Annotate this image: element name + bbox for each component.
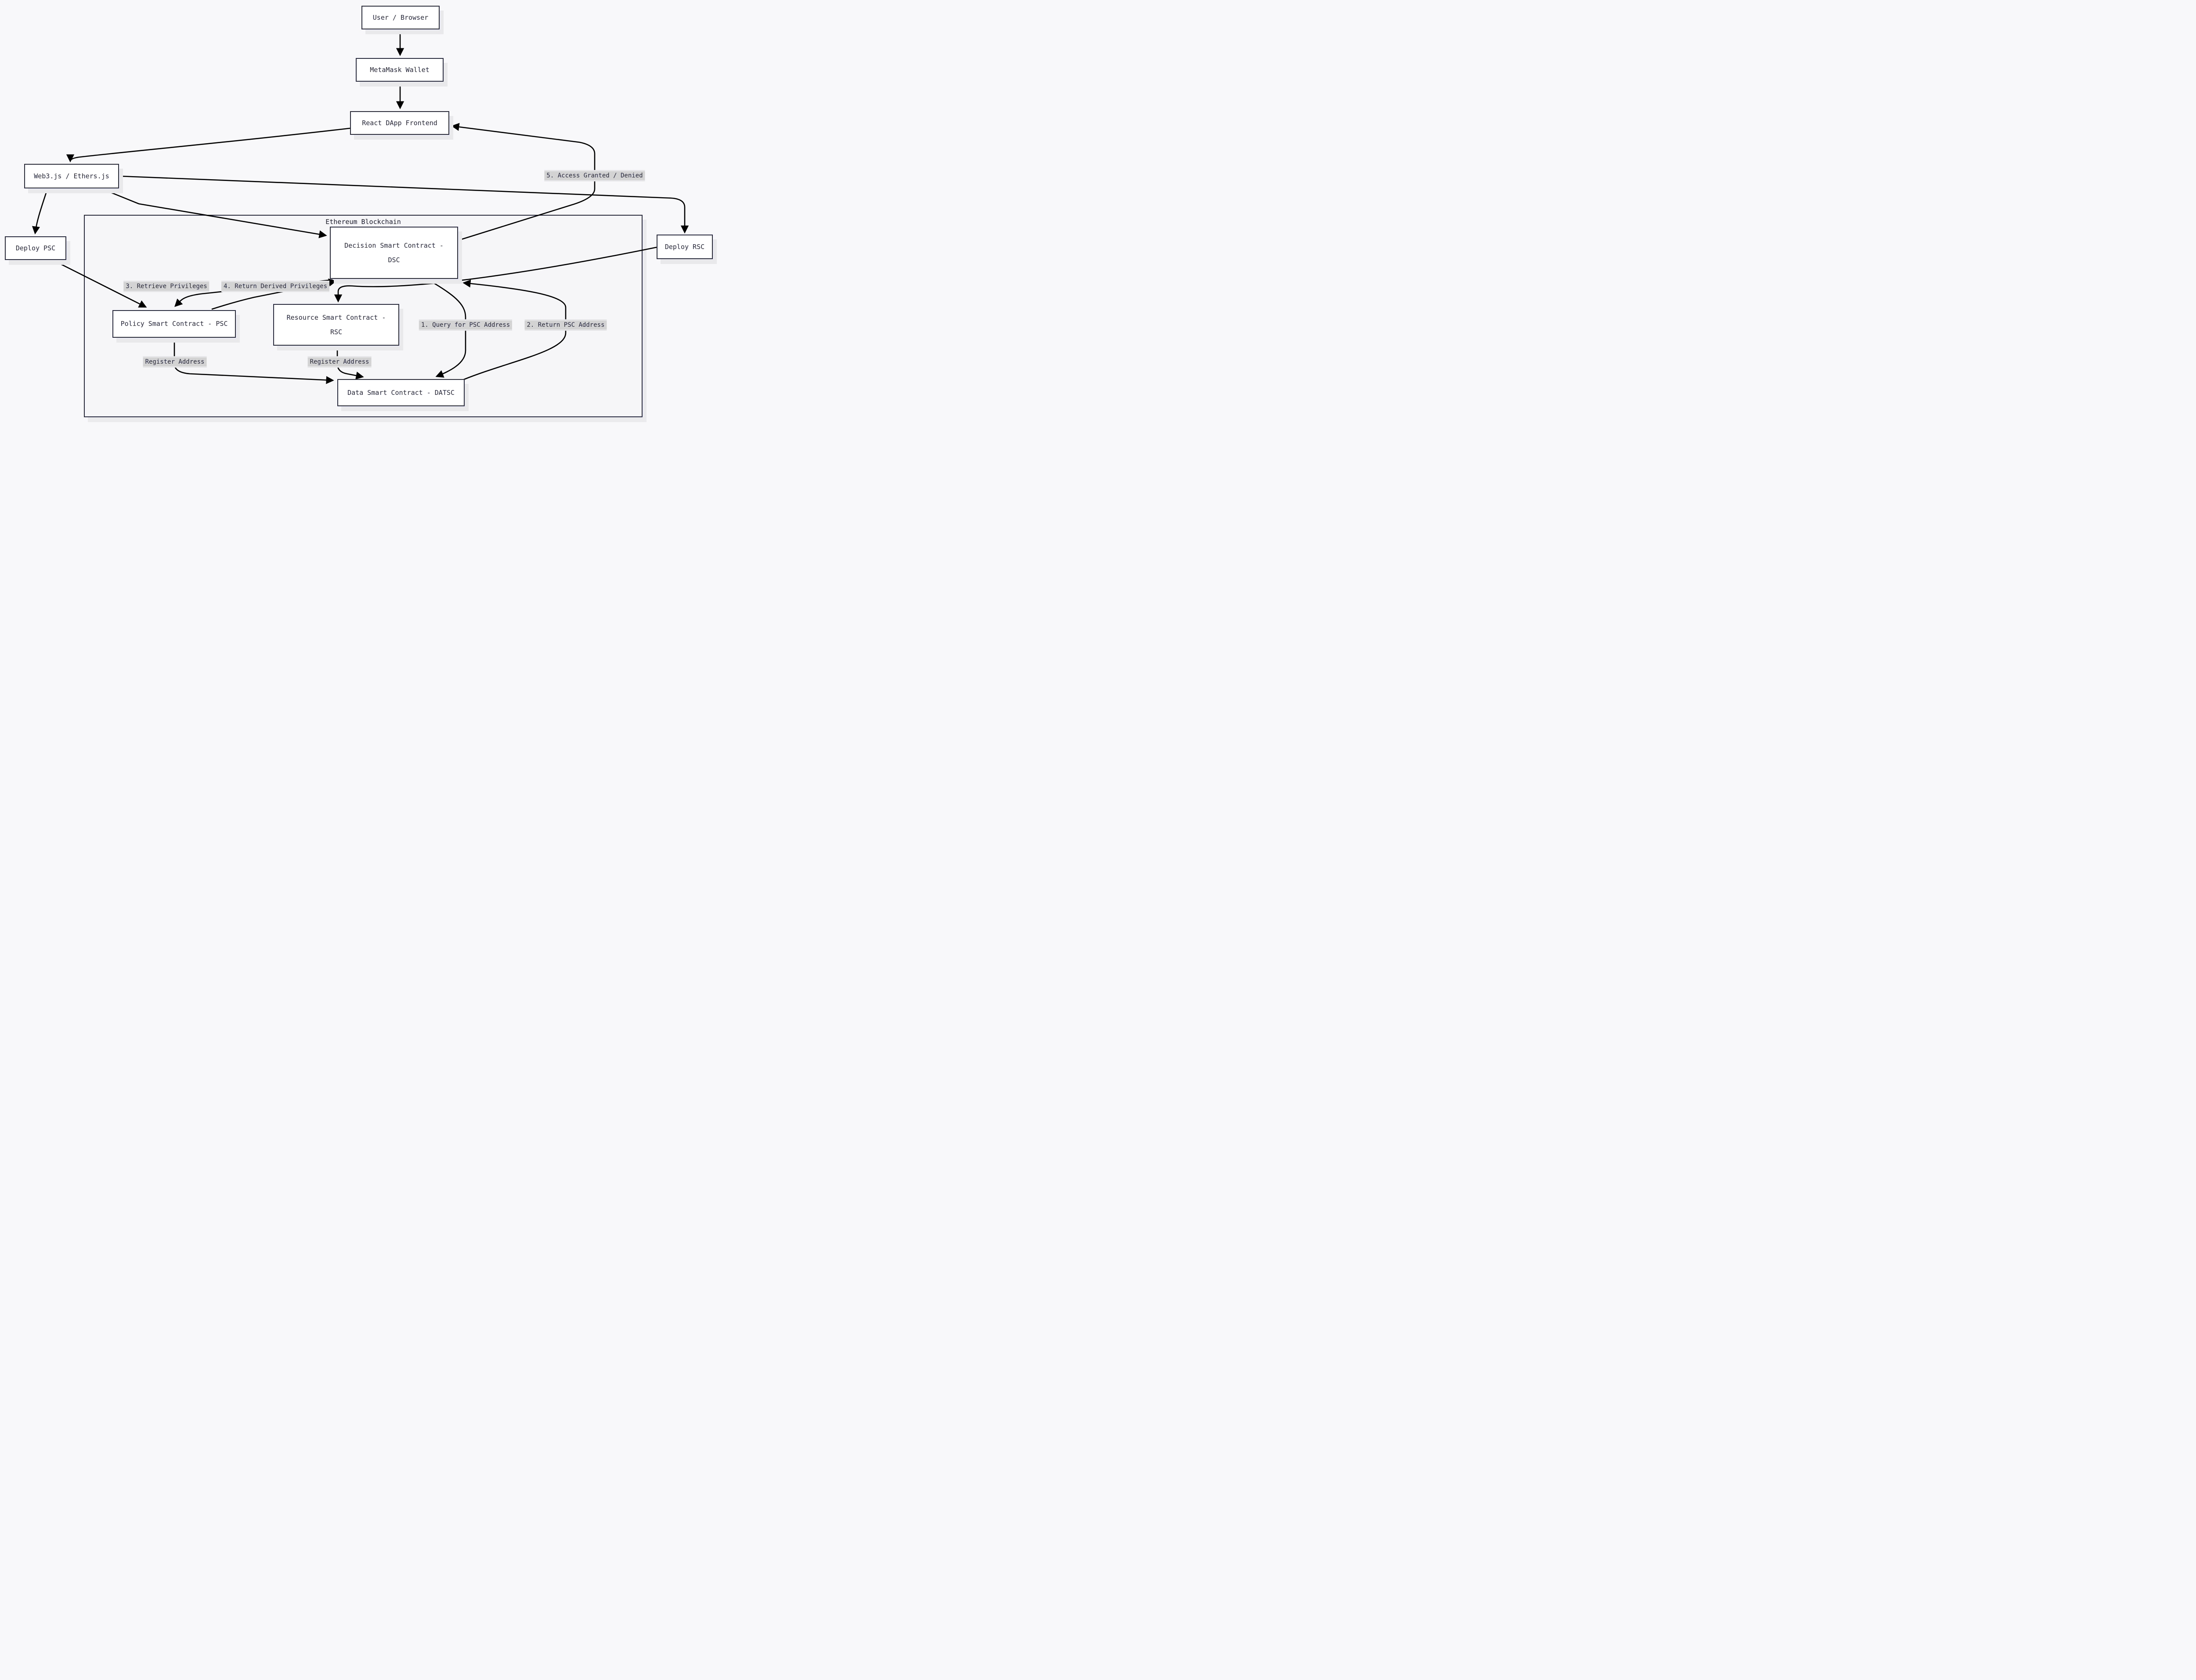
node-user-browser: User / Browser bbox=[361, 6, 440, 29]
node-metamask-wallet: MetaMask Wallet bbox=[356, 58, 444, 82]
edge-label-query-for-psc-address: 1. Query for PSC Address bbox=[419, 319, 513, 331]
edge-react-to-web3 bbox=[66, 127, 350, 163]
node-resource-smart-contract-rsc: Resource Smart Contract - RSC bbox=[273, 304, 399, 346]
edge-label-return-psc-address: 2. Return PSC Address bbox=[524, 319, 607, 331]
edge-label-register-address-psc: Register Address bbox=[143, 356, 207, 368]
edge-label-retrieve-privileges: 3. Retrieve Privileges bbox=[123, 281, 209, 292]
ethereum-blockchain-title: Ethereum Blockchain bbox=[325, 218, 401, 226]
edge-label-return-derived-privileges: 4. Return Derived Privileges bbox=[221, 281, 330, 292]
node-web3-ethers: Web3.js / Ethers.js bbox=[24, 164, 119, 188]
node-data-smart-contract-datsc: Data Smart Contract - DATSC bbox=[337, 379, 465, 406]
node-deploy-rsc: Deploy RSC bbox=[657, 235, 713, 259]
node-deploy-psc: Deploy PSC bbox=[5, 236, 66, 260]
edge-web3-to-deploy-psc bbox=[32, 188, 48, 235]
edge-label-access-granted-denied: 5. Access Granted / Denied bbox=[544, 170, 645, 181]
node-decision-smart-contract-dsc: Decision Smart Contract - DSC bbox=[330, 227, 458, 279]
node-react-dapp-frontend: React DApp Frontend bbox=[350, 111, 449, 135]
edge-label-register-address-rsc: Register Address bbox=[307, 356, 372, 368]
node-policy-smart-contract-psc: Policy Smart Contract - PSC bbox=[112, 310, 236, 338]
